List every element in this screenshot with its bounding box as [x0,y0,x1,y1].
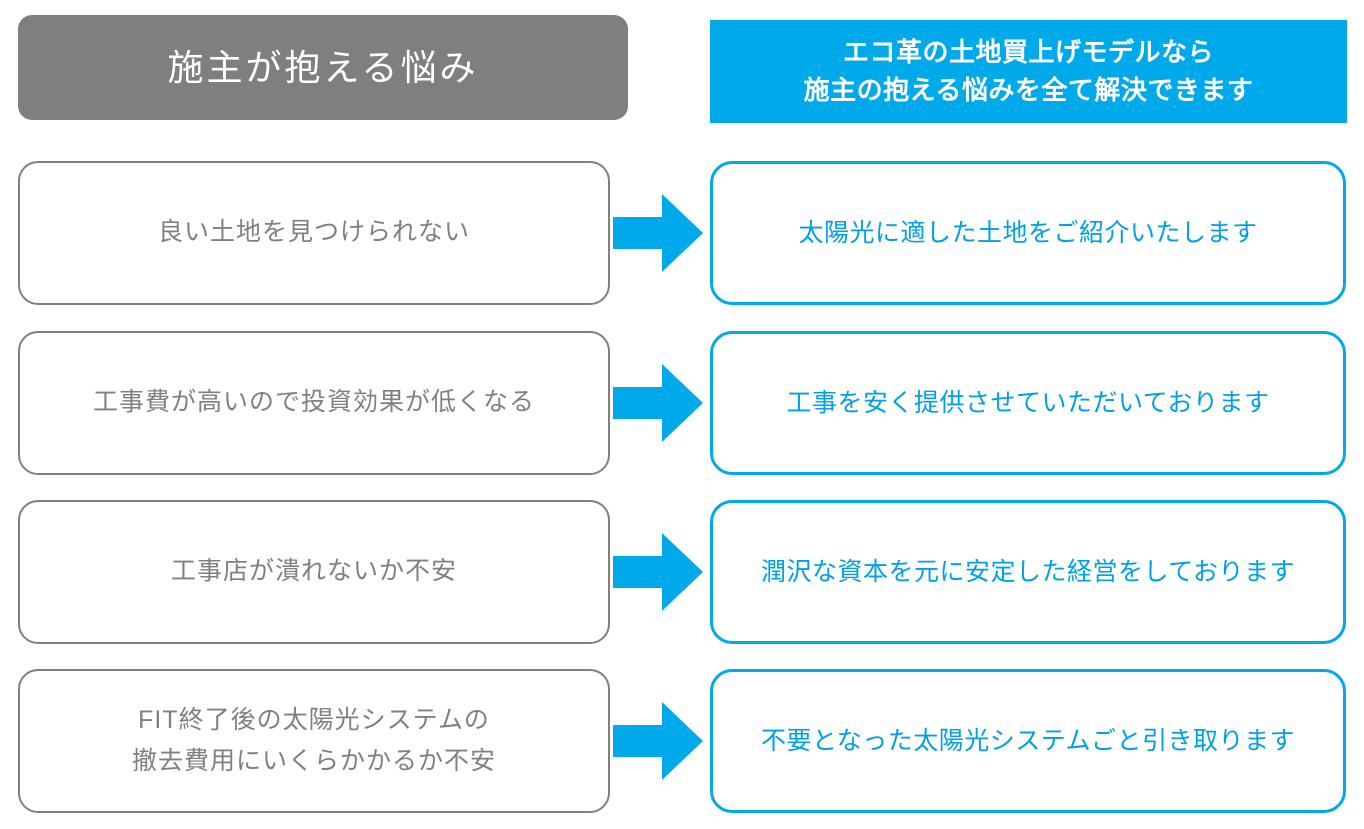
solution-text-line-1: 不要となった太陽光システムごと引き取ります [760,727,1295,755]
problem-text-line-2: 撤去費用にいくらかかるか不安 [131,747,496,775]
comparison-row: 工事費が高いので投資効果が低くなる 工事を安く提供させていただいております [0,331,1364,475]
arrow-right-icon [613,533,703,611]
solution-box: 太陽光に適した土地をご紹介いたします [710,161,1346,305]
solution-text-line-1: 潤沢な資本を元に安定した経営をしております [760,558,1295,586]
comparison-row: 工事店が潰れないか不安 潤沢な資本を元に安定した経営をしております [0,500,1364,644]
solution-box: 潤沢な資本を元に安定した経営をしております [710,500,1346,644]
solution-text-line-1: 太陽光に適した土地をご紹介いたします [798,219,1258,247]
problem-box: FIT終了後の太陽光システムの 撤去費用にいくらかかるか不安 [18,669,610,813]
problem-text-line-1: 良い土地を見つけられない [157,218,470,247]
problem-text-line-1: 工事店が潰れないか不安 [170,557,457,586]
solutions-header-line-2: 施主の抱える悩みを全て解決できます [803,74,1254,105]
solution-box: 工事を安く提供させていただいております [710,331,1346,475]
solution-text-line-1: 工事を安く提供させていただいております [786,389,1270,417]
comparison-row: 良い土地を見つけられない 太陽光に適した土地をご紹介いたします [0,161,1364,305]
solutions-header-line-1: エコ革の土地買上げモデルなら [842,36,1214,67]
problems-header-title: 施主が抱える悩み [167,46,479,88]
arrow-right-icon [613,364,703,442]
problem-text-line-1: 工事費が高いので投資効果が低くなる [92,388,535,417]
problem-box: 工事費が高いので投資効果が低くなる [18,331,610,475]
problem-box: 良い土地を見つけられない [18,161,610,305]
solution-box: 不要となった太陽光システムごと引き取ります [710,669,1346,813]
arrow-right-icon [613,194,703,272]
problem-box: 工事店が潰れないか不安 [18,500,610,644]
arrow-right-icon [613,702,703,780]
comparison-row: FIT終了後の太陽光システムの 撤去費用にいくらかかるか不安 不要となった太陽光… [0,669,1364,813]
problem-text-line-1: FIT終了後の太陽光システムの [138,705,490,734]
problems-header: 施主が抱える悩み [18,15,628,120]
solutions-header: エコ革の土地買上げモデルなら 施主の抱える悩みを全て解決できます [710,20,1347,123]
